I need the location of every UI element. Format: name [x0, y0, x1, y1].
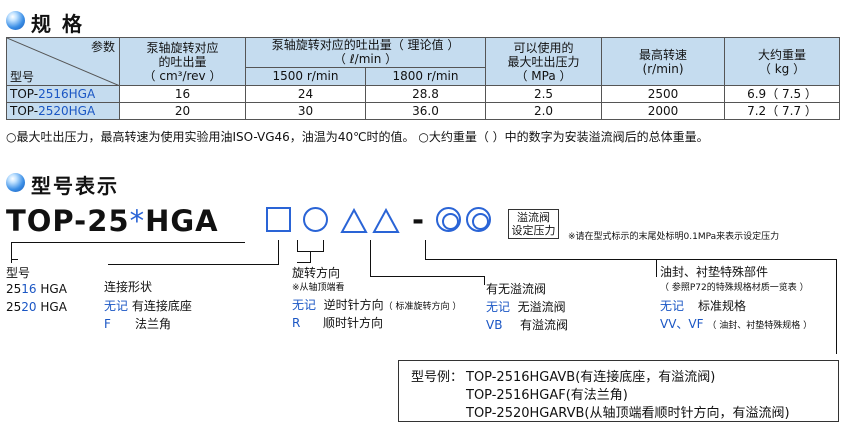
- bracket-line: [11, 242, 12, 263]
- bracket-line: [425, 240, 426, 260]
- bracket-line: [310, 251, 311, 263]
- header-pump-disp: 泵轴旋转对应 的吐出量 （ cm³/rev ）: [119, 37, 246, 86]
- model-example-box: [398, 360, 839, 422]
- example-line: TOP-2520HGARVB(从轴顶端看顺时针方向，有溢流阀): [466, 406, 790, 421]
- seal-title: 油封、衬垫特殊部件: [660, 265, 769, 279]
- table-row: TOP-2520HGA 20 30 36.0 2.0 2000 7.2（ 7.7…: [6, 102, 841, 120]
- bracket-line: [297, 240, 298, 252]
- cell-q1500: 24: [245, 85, 366, 103]
- table-row: TOP-2516HGA 16 24 28.8 2.5 2500 6.9（ 7.5…: [6, 85, 841, 103]
- relief-placeholder-triangle-icon: [340, 208, 368, 233]
- connection-placeholder-square-icon: [266, 207, 291, 232]
- cell-speed: 2000: [601, 102, 726, 120]
- seal-subtitle: （ 参照P72的特殊规格材质一览表 ）: [660, 283, 809, 293]
- bracket-line: [656, 259, 657, 277]
- asterisk-icon: *: [129, 204, 146, 238]
- spec-table: 参数 型号 泵轴旋转对应 的吐出量 （ cm³/rev ） 泵轴旋转对应的吐出量…: [6, 37, 841, 120]
- header-pressure: 可以使用的 最大吐出压力 （ MPa ）: [485, 37, 603, 86]
- cell-q1800: 36.0: [364, 102, 487, 120]
- model-cell: TOP-2516HGA: [6, 85, 120, 103]
- cell-q1500: 30: [245, 102, 366, 120]
- relief-setting-box: 溢流阀 设定压力: [508, 209, 559, 239]
- example-label: 型号例：: [411, 370, 464, 385]
- model-list-item: 2520 HGA: [6, 300, 67, 314]
- bracket-line: [836, 259, 837, 354]
- relief-title: 有无溢流阀: [486, 282, 547, 296]
- model-list-label: 型号: [6, 266, 31, 280]
- corner-param-label: 参数: [90, 40, 115, 54]
- header-rpm-1800: 1800 r/min: [364, 66, 487, 87]
- pressure-digit-double-circle-icon: [466, 207, 491, 232]
- header-max-speed: 最高转速 (r/min): [601, 37, 726, 86]
- bracket-line: [425, 259, 837, 260]
- header-rpm-1500: 1500 r/min: [245, 66, 366, 87]
- seal-option: VV、VF （ 油封、衬垫特殊规格 ）: [660, 317, 813, 331]
- relief-option: 无记 无溢流阀: [486, 300, 566, 314]
- model-dash: -: [412, 203, 425, 237]
- table-corner-cell: 参数 型号: [6, 37, 120, 86]
- example-line: TOP-2516HGAF(有法兰角): [466, 388, 628, 403]
- bracket-line: [297, 262, 311, 263]
- seal-option: 无记标准规格: [660, 299, 747, 313]
- rotation-subtitle: ※从轴顶端看: [292, 283, 345, 293]
- header-weight: 大约重量 （ kg ）: [724, 37, 841, 86]
- bracket-line: [11, 242, 245, 243]
- cell-weight: 7.2（ 7.7 ）: [724, 102, 841, 120]
- model-cell: TOP-2520HGA: [6, 102, 120, 120]
- example-line: TOP-2516HGAVB(有连接底座，有溢流阀): [466, 370, 716, 385]
- relief-setting-note: ※请在型式标示的末尾处标明0.1MPa来表示设定压力: [568, 232, 780, 242]
- bracket-line: [484, 276, 485, 285]
- model-code: TOP-25*HGA: [6, 204, 219, 238]
- spec-note: ○最大吐出压力，最高转速为使用实验用油ISO-VG46，油温为40℃时的值。 ○…: [6, 130, 709, 144]
- corner-model-label: 型号: [10, 70, 35, 84]
- cell-disp: 20: [119, 102, 246, 120]
- connection-title: 连接形状: [104, 280, 153, 294]
- rotation-placeholder-circle-icon: [303, 207, 328, 232]
- cell-speed: 2500: [601, 85, 726, 103]
- cell-pressure: 2.0: [485, 102, 603, 120]
- cell-weight: 6.9（ 7.5 ）: [724, 85, 841, 103]
- rotation-title: 旋转方向: [292, 266, 341, 280]
- bracket-line: [370, 276, 485, 277]
- bracket-line: [278, 240, 279, 265]
- pressure-digit-double-circle-icon: [436, 207, 461, 232]
- connection-option: 无记 有连接底座: [104, 299, 192, 313]
- spec-section-title: 规 格: [31, 12, 84, 36]
- bracket-line: [323, 240, 324, 252]
- bracket-line: [108, 264, 278, 265]
- seal-placeholder-triangle-icon: [372, 208, 400, 233]
- model-list-item: 2516 HGA: [6, 282, 67, 296]
- cell-pressure: 2.5: [485, 85, 603, 103]
- bracket-line: [11, 259, 18, 260]
- rotation-option: 无记 逆时针方向（ 标准旋转方向 ）: [292, 298, 462, 312]
- model-section-title: 型号表示: [31, 174, 119, 198]
- bullet-icon: [6, 173, 25, 192]
- bracket-line: [370, 240, 371, 277]
- cell-q1800: 28.8: [364, 85, 487, 103]
- cell-disp: 16: [119, 85, 246, 103]
- bullet-icon: [6, 11, 25, 30]
- header-theory: 泵轴旋转对应的吐出量（ 理论值 ） （ ℓ/min ）: [244, 37, 487, 68]
